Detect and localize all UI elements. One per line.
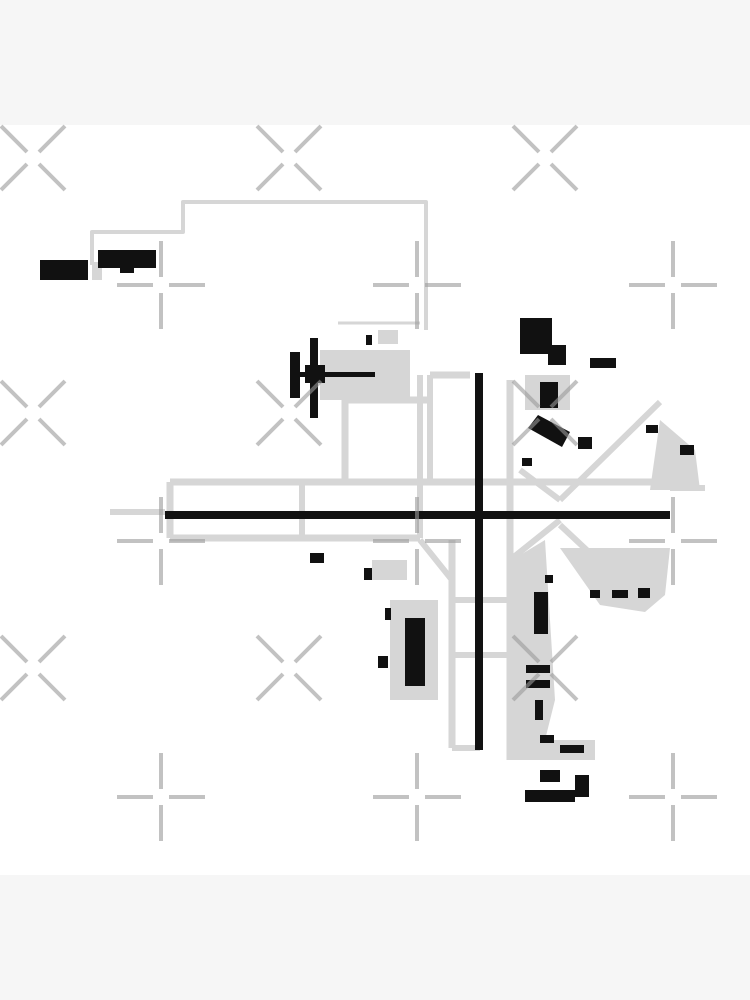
watermark-plus-mark [373, 497, 461, 585]
building [540, 382, 558, 408]
building [526, 665, 550, 673]
building [385, 608, 391, 620]
watermarks [0, 124, 717, 841]
watermark-plus-mark [373, 241, 461, 329]
building [545, 575, 553, 583]
runway-vertical [475, 373, 483, 750]
building [575, 775, 589, 797]
watermark-x-mark [0, 634, 67, 702]
watermark-x-mark [511, 634, 579, 702]
hangar [528, 415, 570, 447]
ne-apron [650, 420, 700, 490]
building [366, 335, 372, 345]
building [534, 592, 548, 634]
building [612, 590, 628, 598]
hangar [405, 618, 425, 686]
building [525, 790, 575, 802]
watermark-plus-mark [117, 753, 205, 841]
building [680, 445, 694, 455]
watermark-x-mark [511, 124, 579, 192]
bottom-band [0, 875, 750, 1000]
building [526, 680, 550, 688]
watermark-x-mark [255, 379, 323, 447]
building [646, 425, 658, 433]
building [378, 656, 388, 668]
paper [0, 125, 750, 875]
building [364, 568, 372, 580]
building [98, 250, 156, 268]
building [40, 260, 88, 280]
perimeter-road [90, 200, 428, 330]
building [560, 745, 584, 753]
terminal-building [290, 352, 300, 398]
watermark-plus-mark [629, 241, 717, 329]
taxiway-diagonal-ne [518, 399, 663, 503]
building [590, 358, 616, 368]
top-band [0, 0, 750, 125]
building [638, 588, 650, 598]
terminal-concourse [300, 372, 375, 377]
watermark-plus-mark [629, 753, 717, 841]
road-lot [378, 330, 398, 344]
terminal-hub [305, 365, 325, 383]
watermark-x-mark [0, 124, 67, 192]
hangar [520, 318, 552, 354]
building [535, 700, 543, 720]
watermark-plus-mark [629, 497, 717, 585]
building [540, 735, 554, 743]
watermark-x-mark [255, 124, 323, 192]
watermark-x-mark [511, 379, 579, 447]
building [310, 553, 324, 563]
nw-lot [92, 262, 102, 280]
building [578, 437, 592, 449]
building [522, 458, 532, 466]
building [540, 770, 560, 782]
building [548, 345, 566, 365]
watermark-x-mark [0, 379, 67, 447]
building [120, 265, 134, 273]
small-apron [372, 560, 407, 580]
watermark-plus-mark [117, 241, 205, 329]
building [590, 590, 600, 598]
watermark-plus-mark [117, 497, 205, 585]
watermark-plus-mark [373, 753, 461, 841]
buildings [40, 250, 694, 802]
watermark-x-mark [255, 634, 323, 702]
